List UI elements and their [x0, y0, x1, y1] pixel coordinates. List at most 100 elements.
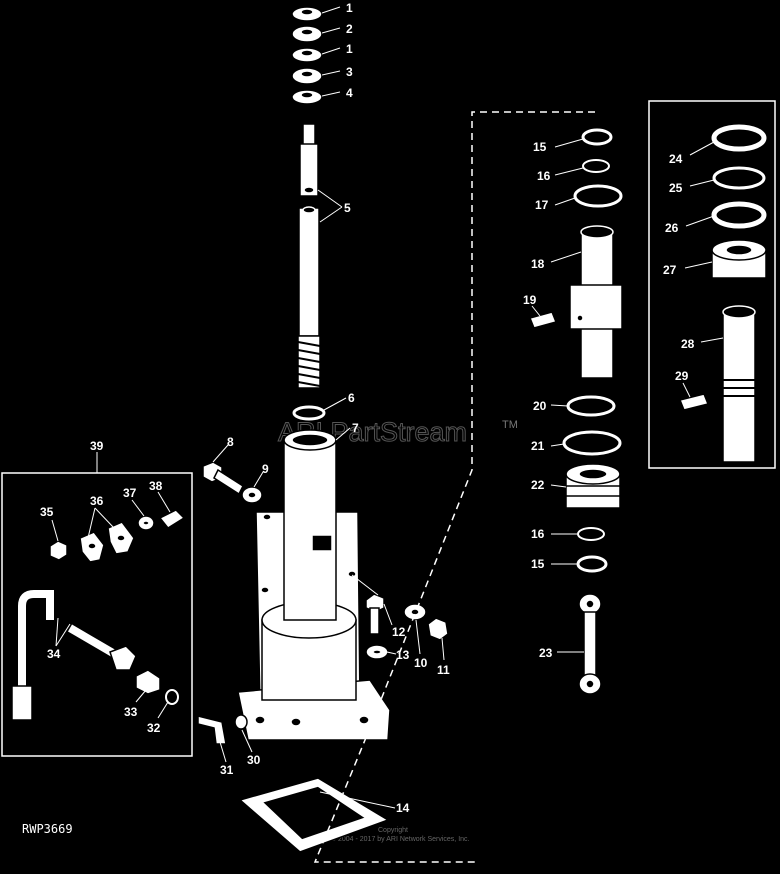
ring-24 — [711, 124, 767, 152]
gasket-14-inner — [260, 785, 368, 841]
leader-5a — [317, 189, 343, 208]
piston-18-bore — [580, 225, 614, 239]
shaft-threads — [297, 335, 321, 389]
leader-8 — [212, 444, 229, 463]
shaft-upper-end — [303, 186, 315, 194]
callout-labels: 1 2 1 3 4 5 6 7 8 9 12 13 10 11 14 30 31… — [40, 1, 695, 815]
ring-26 — [711, 201, 767, 229]
tube-34-fitting — [11, 685, 33, 721]
pin-19 — [528, 311, 558, 329]
o-ring-6 — [292, 405, 326, 421]
bolt-8-shank — [213, 468, 244, 496]
washer-stack — [291, 6, 323, 105]
watermark-copyright-line1: Copyright — [378, 827, 408, 834]
base-bolt-hole-center — [290, 717, 302, 727]
leader-37 — [131, 499, 145, 517]
callout-22: 22 — [531, 478, 545, 492]
callout-29: 29 — [675, 369, 689, 383]
flange-hole-right — [347, 570, 357, 578]
leader-14 — [319, 791, 396, 809]
washer-37-hole — [142, 520, 150, 526]
piston-18-pin-hole — [576, 314, 584, 322]
callout-26: 26 — [665, 221, 679, 235]
leader-38 — [157, 491, 171, 513]
leader-19 — [531, 305, 541, 317]
callout-6: 6 — [348, 391, 355, 405]
callout-1-top: 1 — [346, 1, 353, 15]
leader-15a — [554, 138, 584, 148]
washer-10-hole — [410, 608, 420, 616]
callout-24: 24 — [669, 152, 683, 166]
callout-19: 19 — [523, 293, 537, 307]
packing-22-hole — [578, 468, 608, 480]
leader-27 — [684, 261, 713, 269]
washer-1-top-hole — [300, 8, 314, 16]
leader-10 — [415, 619, 421, 655]
kit-39-parts — [11, 509, 186, 721]
leader-28 — [700, 337, 724, 343]
callout-20: 20 — [533, 399, 547, 413]
leader-21 — [550, 443, 565, 447]
leader-12 — [383, 603, 393, 626]
leader-20 — [550, 404, 569, 407]
washer-13-hole — [372, 649, 382, 655]
shaft-lower-end — [302, 206, 316, 214]
tube-34-nut — [109, 645, 137, 671]
callout-2: 2 — [346, 22, 353, 36]
watermark-copyright-line2: Page design © 2004 - 2017 by ARI Network… — [290, 835, 470, 843]
callout-34: 34 — [47, 647, 61, 661]
nut-35 — [49, 540, 68, 561]
callout-25: 25 — [669, 181, 683, 195]
leader-25 — [689, 179, 715, 187]
leader-34b — [55, 623, 71, 647]
clamp-36a-hole — [87, 542, 97, 550]
fitting-33 — [135, 669, 161, 695]
elbow-31-body — [197, 715, 227, 745]
piston-18-head — [569, 284, 623, 330]
callout-35: 35 — [40, 505, 54, 519]
shaft-upper — [299, 143, 319, 197]
callout-38: 38 — [149, 479, 163, 493]
callout-8: 8 — [227, 435, 234, 449]
assembly-dashed-outline — [313, 111, 595, 863]
washer-2-hole — [300, 28, 314, 36]
callout-39: 39 — [90, 439, 104, 453]
piston-28-bore — [722, 305, 756, 319]
screw-shaft — [297, 123, 321, 389]
shaft-lower — [298, 207, 320, 337]
callout-27: 27 — [663, 263, 677, 277]
flange-hole-top-left — [262, 513, 272, 521]
leader-lines — [51, 6, 724, 809]
leader-33 — [135, 689, 147, 703]
callout-16-top: 16 — [537, 169, 551, 183]
callout-15-lower: 15 — [531, 557, 545, 571]
callout-5: 5 — [344, 201, 351, 215]
callout-11: 11 — [437, 663, 450, 677]
nut-11 — [427, 617, 449, 641]
callout-16-lower: 16 — [531, 527, 545, 541]
thread-lines — [297, 341, 321, 387]
ring-25 — [712, 166, 766, 190]
leader-3 — [321, 70, 341, 76]
housing-cylinder-bore — [291, 433, 329, 447]
leader-36a — [87, 507, 96, 539]
leader-29 — [682, 382, 691, 398]
leader-7 — [335, 427, 351, 441]
gasket-14 — [238, 777, 390, 853]
leader-34a — [55, 617, 59, 647]
pump-housing — [237, 429, 391, 741]
callout-10: 10 — [414, 656, 428, 670]
callout-23: 23 — [539, 646, 553, 660]
callout-18: 18 — [531, 257, 545, 271]
leader-16a — [554, 167, 584, 176]
ring-21 — [562, 430, 622, 456]
figure-code: RWP3669 — [22, 822, 73, 836]
leader-6 — [323, 397, 347, 411]
leader-30 — [241, 729, 253, 753]
callout-32: 32 — [147, 721, 161, 735]
pin-29 — [678, 393, 710, 411]
o-ring-32 — [165, 689, 179, 705]
callout-3: 3 — [346, 65, 353, 79]
callout-15-top: 15 — [533, 140, 547, 154]
